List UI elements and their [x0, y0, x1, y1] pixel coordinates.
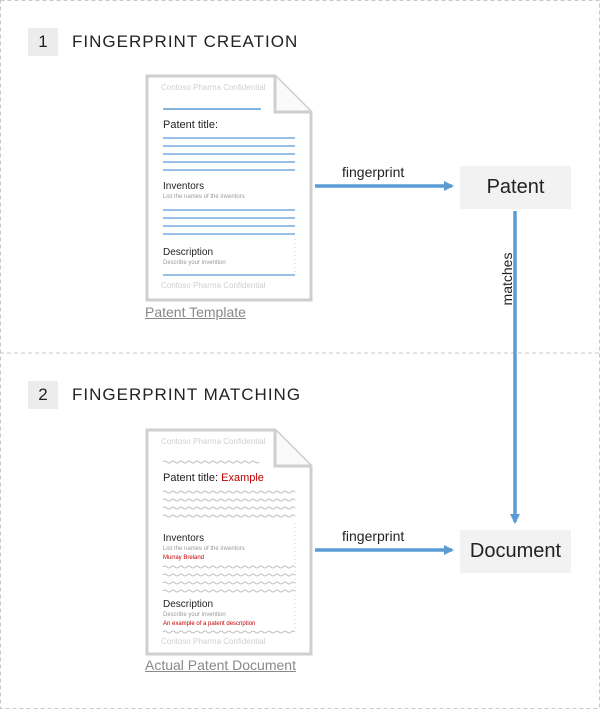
patent-template-document: Contoso Pharma Confidential Patent title…: [145, 74, 313, 302]
actual-description-value: An example of a patent description: [163, 621, 255, 627]
actual-description-label: Description: [163, 599, 213, 610]
actual-patent-document-caption: Actual Patent Document: [145, 657, 296, 673]
actual-patent-title-value: Example: [221, 472, 264, 484]
actual-inventors-value: Murray Breland: [163, 555, 204, 561]
template-header-text: Contoso Pharma Confidential: [161, 83, 266, 92]
actual-header-text: Contoso Pharma Confidential: [161, 437, 266, 446]
template-patent-title-label: Patent title:: [163, 119, 218, 131]
template-inventors-hint: List the names of the inventors: [163, 194, 245, 200]
actual-patent-document: Contoso Pharma Confidential Patent title…: [145, 428, 313, 656]
template-description-label: Description: [163, 247, 213, 258]
actual-inventors-hint: List the names of the inventors: [163, 546, 245, 552]
section-1-number: 1: [28, 28, 58, 56]
template-description-hint: Describe your invention: [163, 260, 226, 266]
section-2-title: FINGERPRINT MATCHING: [72, 385, 302, 404]
patent-template-caption: Patent Template: [145, 304, 246, 320]
document-box: Document: [460, 530, 571, 573]
matches-label: matches: [499, 252, 515, 306]
section-2-number: 2: [28, 381, 58, 409]
actual-inventors-label: Inventors: [163, 533, 204, 544]
template-footer-text: Contoso Pharma Confidential: [161, 281, 266, 290]
patent-box: Patent: [460, 166, 571, 209]
fingerprint-label-top: fingerprint: [342, 164, 405, 180]
section-1-title: FINGERPRINT CREATION: [72, 32, 299, 51]
actual-footer-text: Contoso Pharma Confidential: [161, 637, 266, 646]
actual-patent-title-label-text: Patent title:: [163, 472, 218, 484]
actual-description-hint: Describe your invention: [163, 612, 226, 618]
actual-patent-title-label: Patent title: Example: [163, 472, 264, 484]
template-inventors-label: Inventors: [163, 181, 204, 192]
fingerprint-label-bottom: fingerprint: [342, 528, 405, 544]
